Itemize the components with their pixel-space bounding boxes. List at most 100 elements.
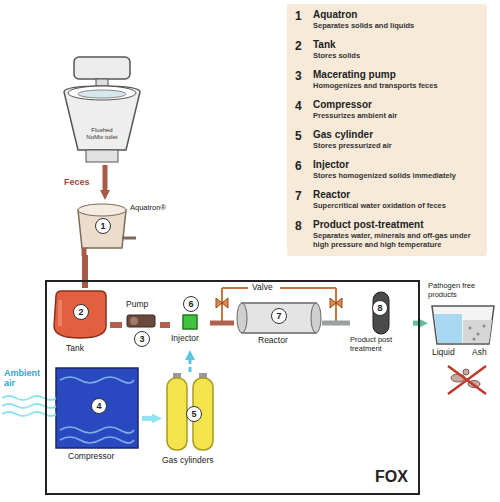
- compressor: 4Compressor: [52, 366, 142, 465]
- toilet-drawing: [68, 86, 136, 100]
- pump-drawing: [130, 317, 138, 325]
- callout-number: 2: [73, 304, 89, 320]
- part-name: Pump: [126, 300, 148, 310]
- toilet-drawing: [64, 57, 140, 162]
- legend-description: Stores pressurized air: [313, 142, 481, 151]
- toilet-drawing: [64, 86, 140, 150]
- legend-description: Homogenizes and transports feces: [313, 82, 481, 91]
- legend-name: Gas cylinder: [313, 129, 373, 141]
- part-name: Reactor: [258, 336, 288, 346]
- gas-cylinders-drawing: [167, 378, 187, 450]
- legend-name: Tank: [313, 39, 336, 51]
- legend-description: Separates solids and liquids: [313, 22, 481, 31]
- aquatron-drawing: [78, 204, 136, 256]
- callout-number: 1: [95, 218, 111, 234]
- part-name: Product post treatment: [350, 336, 410, 353]
- tank-drawing: [54, 291, 106, 338]
- legend-description: Pressurizes ambient air: [313, 112, 481, 121]
- aquatron-drawing: [122, 237, 136, 240]
- aquatron-drawing: [82, 248, 87, 256]
- tank-drawing: [58, 300, 62, 326]
- legend-number: 6: [295, 160, 302, 174]
- flow-connector: [210, 321, 234, 326]
- toilet-drawing: [78, 90, 126, 98]
- legend-name: Compressor: [313, 99, 372, 111]
- products-tub: [463, 320, 492, 343]
- edge-label: Feces: [63, 177, 91, 187]
- air-stream: [2, 396, 56, 416]
- products-tub: [473, 338, 476, 341]
- legend-description: Stores solids: [313, 52, 481, 61]
- products-tub: [483, 325, 486, 328]
- product-name: Liquid: [432, 348, 455, 358]
- flow-connector: [103, 165, 108, 190]
- post-treatment-drawing: [373, 292, 389, 334]
- callout-number: 4: [91, 398, 107, 414]
- tank: 2Tank: [50, 288, 110, 358]
- legend-description: Supercritical water oxidation of feces: [313, 202, 481, 211]
- products-tub: [434, 314, 462, 343]
- valve-drawing: [330, 298, 342, 308]
- reactor-drawing: [237, 303, 247, 333]
- aquatron-drawing: [78, 204, 126, 216]
- pump-drawing: [127, 315, 155, 327]
- reactor-drawing: [311, 303, 321, 333]
- part-name: Gas cylinders: [162, 456, 214, 466]
- legend-panel: 1 AquatronSeparates solids and liquids 2 Ta…: [287, 4, 487, 256]
- products: Pathogen free productsLiquidAsh: [428, 282, 499, 362]
- legend-description: Stores homogenized solids immediately: [313, 172, 481, 181]
- injector-drawing: [183, 315, 197, 329]
- system-name: FOX: [375, 468, 408, 486]
- product-name: Ash: [472, 348, 487, 358]
- toilet-drawing: [86, 150, 118, 162]
- tank-drawing: [54, 291, 106, 338]
- legend-name: Macerating pump: [313, 69, 396, 81]
- crossed-pathogens: [448, 366, 486, 394]
- air-stream: [2, 396, 56, 416]
- post-treatment: 8Product post treatment: [350, 290, 413, 356]
- reactor-drawing: [242, 303, 316, 333]
- legend-number: 5: [295, 130, 302, 144]
- reactor-drawing: [237, 303, 321, 333]
- callout-number: 6: [183, 296, 199, 312]
- post-treatment-drawing: [373, 292, 389, 334]
- flow-connector: [110, 322, 122, 328]
- legend-name: Reactor: [313, 189, 350, 201]
- legend-number: 8: [295, 220, 302, 234]
- callout-number: 5: [186, 406, 202, 422]
- flow-connector: [322, 321, 350, 326]
- legend-number: 7: [295, 190, 302, 204]
- fox-frame: FOX 2Tank 3Pump 6Injector 7Reactor 8Product p…: [45, 280, 420, 495]
- compressor-drawing: [60, 377, 134, 443]
- pump: 3Pump: [122, 300, 160, 350]
- gas-cylinders: 5Gas cylinders: [162, 372, 224, 470]
- callout-number: 8: [372, 300, 388, 316]
- callout-number: 7: [271, 308, 287, 324]
- injector-drawing: [183, 315, 197, 329]
- aquatron: 1Aquatron®: [60, 200, 169, 255]
- part-name: Injector: [171, 334, 199, 344]
- reactor: 7Reactor: [234, 296, 322, 350]
- legend-number: 3: [295, 70, 302, 84]
- legend-name: Aquatron: [313, 9, 357, 21]
- part-name: Tank: [66, 344, 84, 354]
- flow-connector: [189, 360, 192, 372]
- legend-number: 2: [295, 40, 302, 54]
- valve-label: Valve: [252, 283, 273, 293]
- flow-connector: [82, 255, 88, 288]
- air-label: Ambient air: [4, 368, 46, 389]
- products-tub: [432, 306, 494, 344]
- crossed-pathogens: [448, 366, 486, 394]
- legend-name: Product post-treatment: [313, 219, 424, 231]
- products-tub: [469, 327, 472, 330]
- legend-description: Separates water, minerals and off-gas un…: [313, 232, 481, 249]
- legend-name: Injector: [313, 159, 349, 171]
- injector: 6Injector: [170, 296, 210, 350]
- flow-connector: [413, 321, 418, 326]
- legend-number: 4: [295, 100, 302, 114]
- legend-number: 1: [295, 10, 302, 24]
- flow-connector: [142, 416, 152, 421]
- toilet-label: Flushed NoMix toilet: [86, 127, 118, 141]
- toilet: Flushed NoMix toilet: [55, 55, 150, 165]
- products-tub: [477, 333, 480, 336]
